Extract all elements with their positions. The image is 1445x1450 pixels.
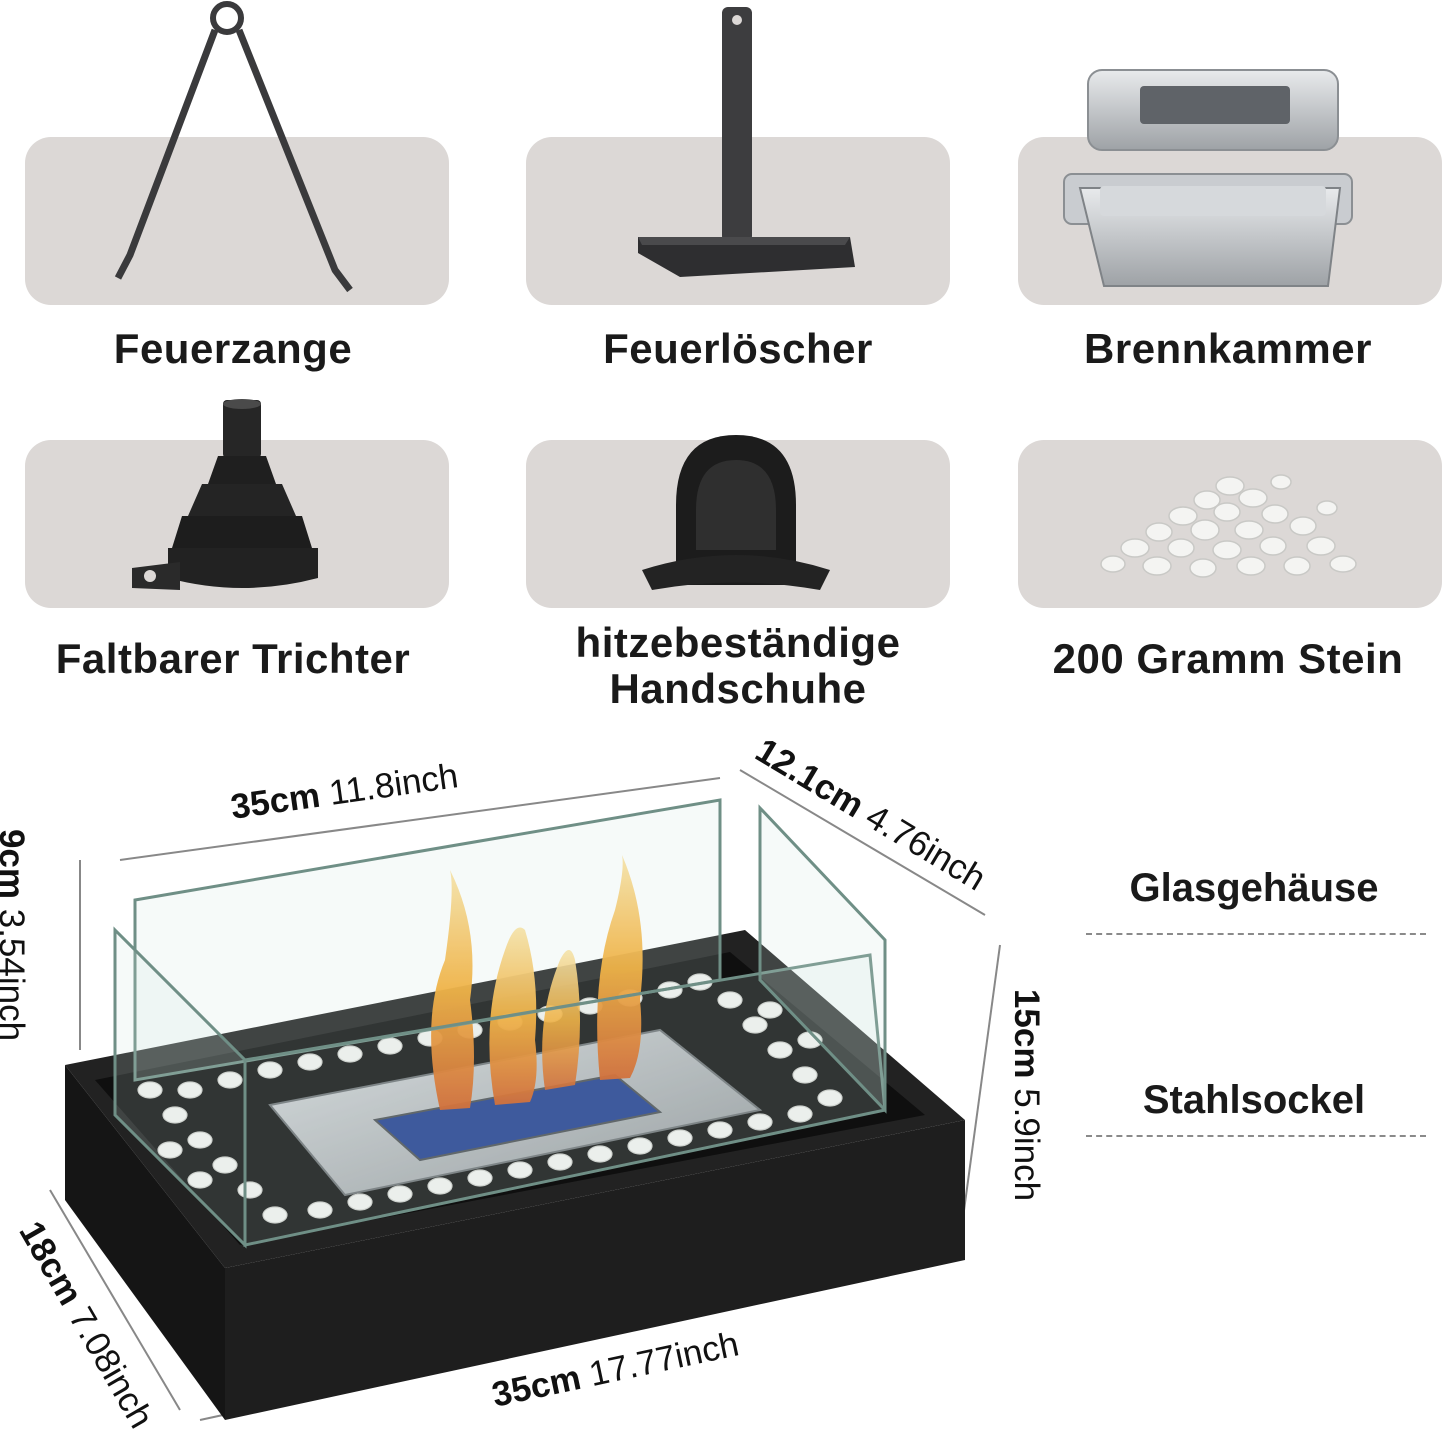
dashed-divider [1086, 1135, 1426, 1137]
accessory-label-snuffer: Feuerlöscher [603, 325, 873, 372]
burner-chamber-icon [1063, 69, 1353, 287]
dashed-divider [1086, 933, 1426, 935]
funnel-icon [132, 399, 318, 590]
part-label-glass: Glasgehäuse [1129, 866, 1379, 910]
snuffer-icon [638, 7, 855, 277]
accessory-label-funnel: Faltbarer Trichter [55, 635, 411, 682]
accessory-card-tongs [25, 137, 449, 305]
stones-icon [1100, 474, 1357, 578]
fireplace-illustration [49, 769, 1001, 1421]
accessory-label-tongs: Feuerzange [113, 325, 353, 372]
accessory-card-stones [1018, 440, 1442, 608]
dim-total-height: 15cm 5.9inch [1007, 988, 1047, 1202]
glove-icon [642, 435, 830, 590]
accessory-label-burner: Brennkammer [1084, 325, 1372, 372]
dim-glass-height: 9cm 3.54inch [0, 828, 32, 1042]
part-label-base: Stahlsockel [1142, 1078, 1366, 1122]
accessory-label-glove: hitzebeständige Handschuhe [575, 619, 901, 712]
accessory-label-stones: 200 Gramm Stein [1052, 635, 1404, 682]
fire-tongs-icon [114, 1, 353, 293]
